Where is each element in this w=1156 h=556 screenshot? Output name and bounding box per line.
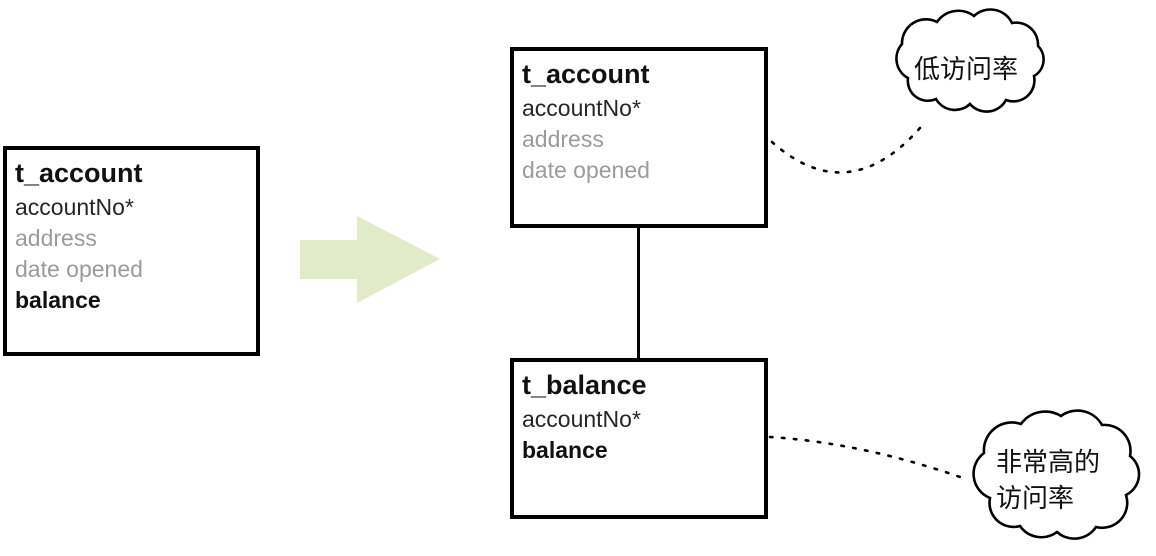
annotation-high-access-line1: 非常高的 [996,447,1101,477]
annotation-low-access: 低访问率 [913,54,1018,84]
table-split-account: t_account accountNo* address date opened [510,47,768,228]
annotation-high-access-line2: 访问率 [996,483,1075,513]
right-arrow-shape [300,216,440,303]
annotation-high-access: 非常高的 访问率 [996,444,1100,516]
cloud-icon-low-access [895,8,1045,113]
table-title: t_balance [522,370,647,400]
cloud-outline [895,8,1045,113]
dotted-line-high-access [768,435,965,480]
table-row: accountNo* [15,194,134,220]
table-row: accountNo* [522,406,641,432]
table-title: t_account [15,158,143,188]
table-row: balance [522,437,608,463]
table-split-balance: t_balance accountNo* balance [510,358,768,519]
table-original-account: t_account accountNo* address date opened… [3,146,260,356]
table-row: address [15,225,97,251]
table-row: accountNo* [522,95,641,121]
dotted-line-low-access [770,119,928,174]
transform-right-arrow-icon [300,216,440,303]
table-row: balance [15,287,101,313]
cloud-outline [972,409,1141,540]
cloud-icon-high-access [972,409,1141,540]
table-row: date opened [522,157,650,183]
table-row: address [522,126,604,152]
table-row: date opened [15,256,143,282]
table-title: t_account [522,59,650,89]
